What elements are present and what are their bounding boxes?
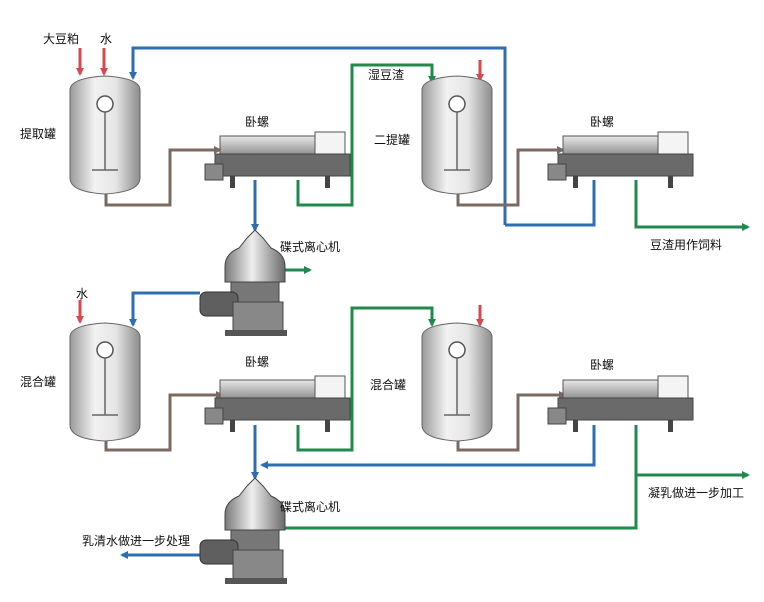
label-decanter-3: 卧螺	[245, 355, 270, 369]
label-mixing-tank-1: 混合罐	[20, 375, 57, 389]
label-extraction-tank: 提取罐	[20, 127, 57, 141]
brown-mix1-to-decanter3	[104, 391, 224, 452]
label-curd-processing: 凝乳做进一步加工	[648, 486, 745, 500]
brown-mix2-to-decanter4	[456, 391, 567, 452]
label-soybean-meal: 大豆粕	[43, 32, 80, 46]
brown-tank1-to-decanter1	[104, 146, 222, 207]
label-decanter-2: 卧螺	[590, 115, 615, 129]
label-second-extraction-tank: 二提罐	[374, 133, 411, 147]
decanter-3	[204, 375, 351, 432]
green-curd-out	[634, 425, 750, 479]
extraction-tank	[69, 75, 141, 195]
feed-arrows	[76, 48, 484, 327]
label-whey-processing: 乳清水做进一步处理	[82, 534, 191, 548]
green-decanter3-to-mix2	[296, 306, 436, 452]
label-disc-centrifuge-2: 碟式离心机	[280, 500, 341, 514]
label-disc-centrifuge-1: 碟式离心机	[280, 240, 341, 254]
green-cf2-to-curd	[282, 475, 638, 530]
label-water-mid: 水	[76, 287, 89, 301]
mixing-tank-1	[69, 322, 141, 442]
label-decanter-1: 卧螺	[245, 115, 270, 129]
label-mixing-tank-2: 混合罐	[370, 378, 407, 392]
disc-centrifuge-1	[199, 229, 287, 336]
mixing-tank-2	[421, 322, 493, 442]
blue-pipe-to-mixing1	[129, 291, 200, 327]
brown-tank2-to-decanter2	[456, 146, 565, 207]
blue-return-pipe-top	[129, 46, 507, 225]
label-okara-feed: 豆渣用作饲料	[650, 238, 723, 252]
label-decanter-4: 卧螺	[590, 358, 615, 372]
green-okara-to-tank2	[296, 63, 436, 207]
decanter-4	[547, 375, 694, 432]
green-okara-feed	[634, 180, 750, 231]
label-wet-okara: 湿豆渣	[368, 68, 405, 82]
label-water-top: 水	[100, 32, 113, 46]
decanter-2	[547, 131, 694, 188]
second-extraction-tank	[421, 75, 493, 195]
decanter-1	[204, 131, 351, 188]
blue-decanter4-return	[260, 425, 596, 469]
blue-pipe-decanter2-to-return	[505, 180, 596, 227]
disc-centrifuge-2	[199, 477, 287, 584]
